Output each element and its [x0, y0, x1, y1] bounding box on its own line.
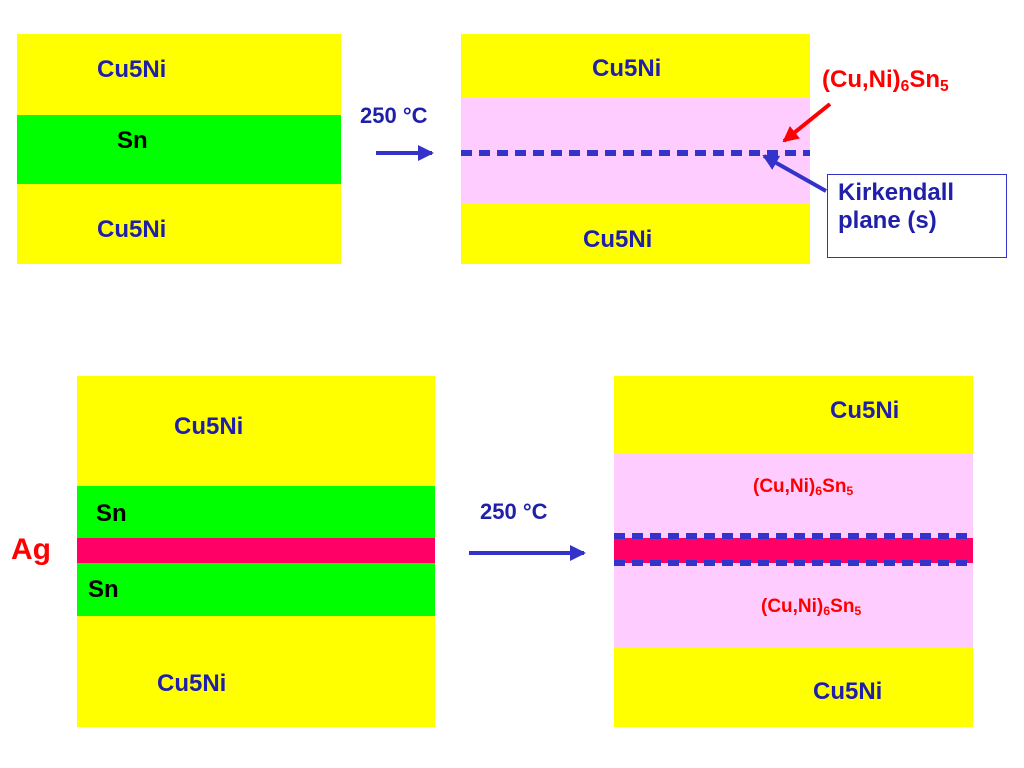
cu5ni-layer-top	[17, 34, 341, 115]
sn-layer-upper	[77, 486, 435, 538]
imc-label-lower: (Cu,Ni)6Sn5	[761, 596, 862, 619]
cu5ni-label-bottom: Cu5Ni	[583, 226, 653, 253]
kirkendall-plane-line	[461, 150, 810, 156]
imc-label-upper: (Cu,Ni)6Sn5	[753, 476, 854, 499]
sn-layer	[17, 115, 341, 184]
temperature-label-bottom: 250 °C	[480, 499, 548, 524]
sn-label-lower: Sn	[88, 576, 119, 603]
imc-layer-lower	[614, 563, 973, 648]
cu5ni-label-bottom: Cu5Ni	[97, 216, 167, 243]
cu5ni-layer-bottom	[17, 184, 341, 264]
cu5ni-layer-bottom	[614, 648, 973, 727]
cu5ni-label-top: Cu5Ni	[174, 413, 244, 440]
sn-label: Sn	[117, 127, 148, 154]
cu5ni-label-bottom: Cu5Ni	[813, 678, 883, 705]
kirkendall-label-line2: plane (s)	[838, 207, 937, 234]
cu5ni-layer-bottom	[77, 616, 435, 727]
imc-layer-upper	[614, 453, 973, 538]
ag-layer	[614, 538, 973, 563]
cu5ni-layer-top	[77, 376, 435, 486]
cu5ni-layer-top	[614, 376, 973, 453]
kirkendall-plane-line-upper	[614, 533, 973, 539]
cu5ni-label-top: Cu5Ni	[592, 55, 662, 82]
kirkendall-plane-line-lower	[614, 560, 973, 566]
ag-layer	[77, 538, 435, 563]
kirkendall-label-line1: Kirkendall	[838, 179, 955, 206]
imc-label: (Cu,Ni)6Sn5	[822, 66, 949, 95]
cu5ni-label-top: Cu5Ni	[97, 56, 167, 83]
cu5ni-label-top: Cu5Ni	[830, 397, 900, 424]
imc-pointer-arrow	[782, 102, 832, 143]
ag-label: Ag	[11, 533, 51, 566]
cu5ni-layer-top	[461, 34, 810, 98]
sn-layer-lower	[77, 563, 435, 616]
cu5ni-label-bottom: Cu5Ni	[157, 670, 227, 697]
cu5ni-layer-bottom	[461, 204, 810, 264]
kirkendall-plane-callout: Kirkendall plane (s)	[827, 174, 1007, 258]
sn-label-upper: Sn	[96, 500, 127, 527]
temperature-label-top: 250 °C	[360, 103, 428, 128]
kirkendall-pointer-arrow	[762, 154, 827, 193]
